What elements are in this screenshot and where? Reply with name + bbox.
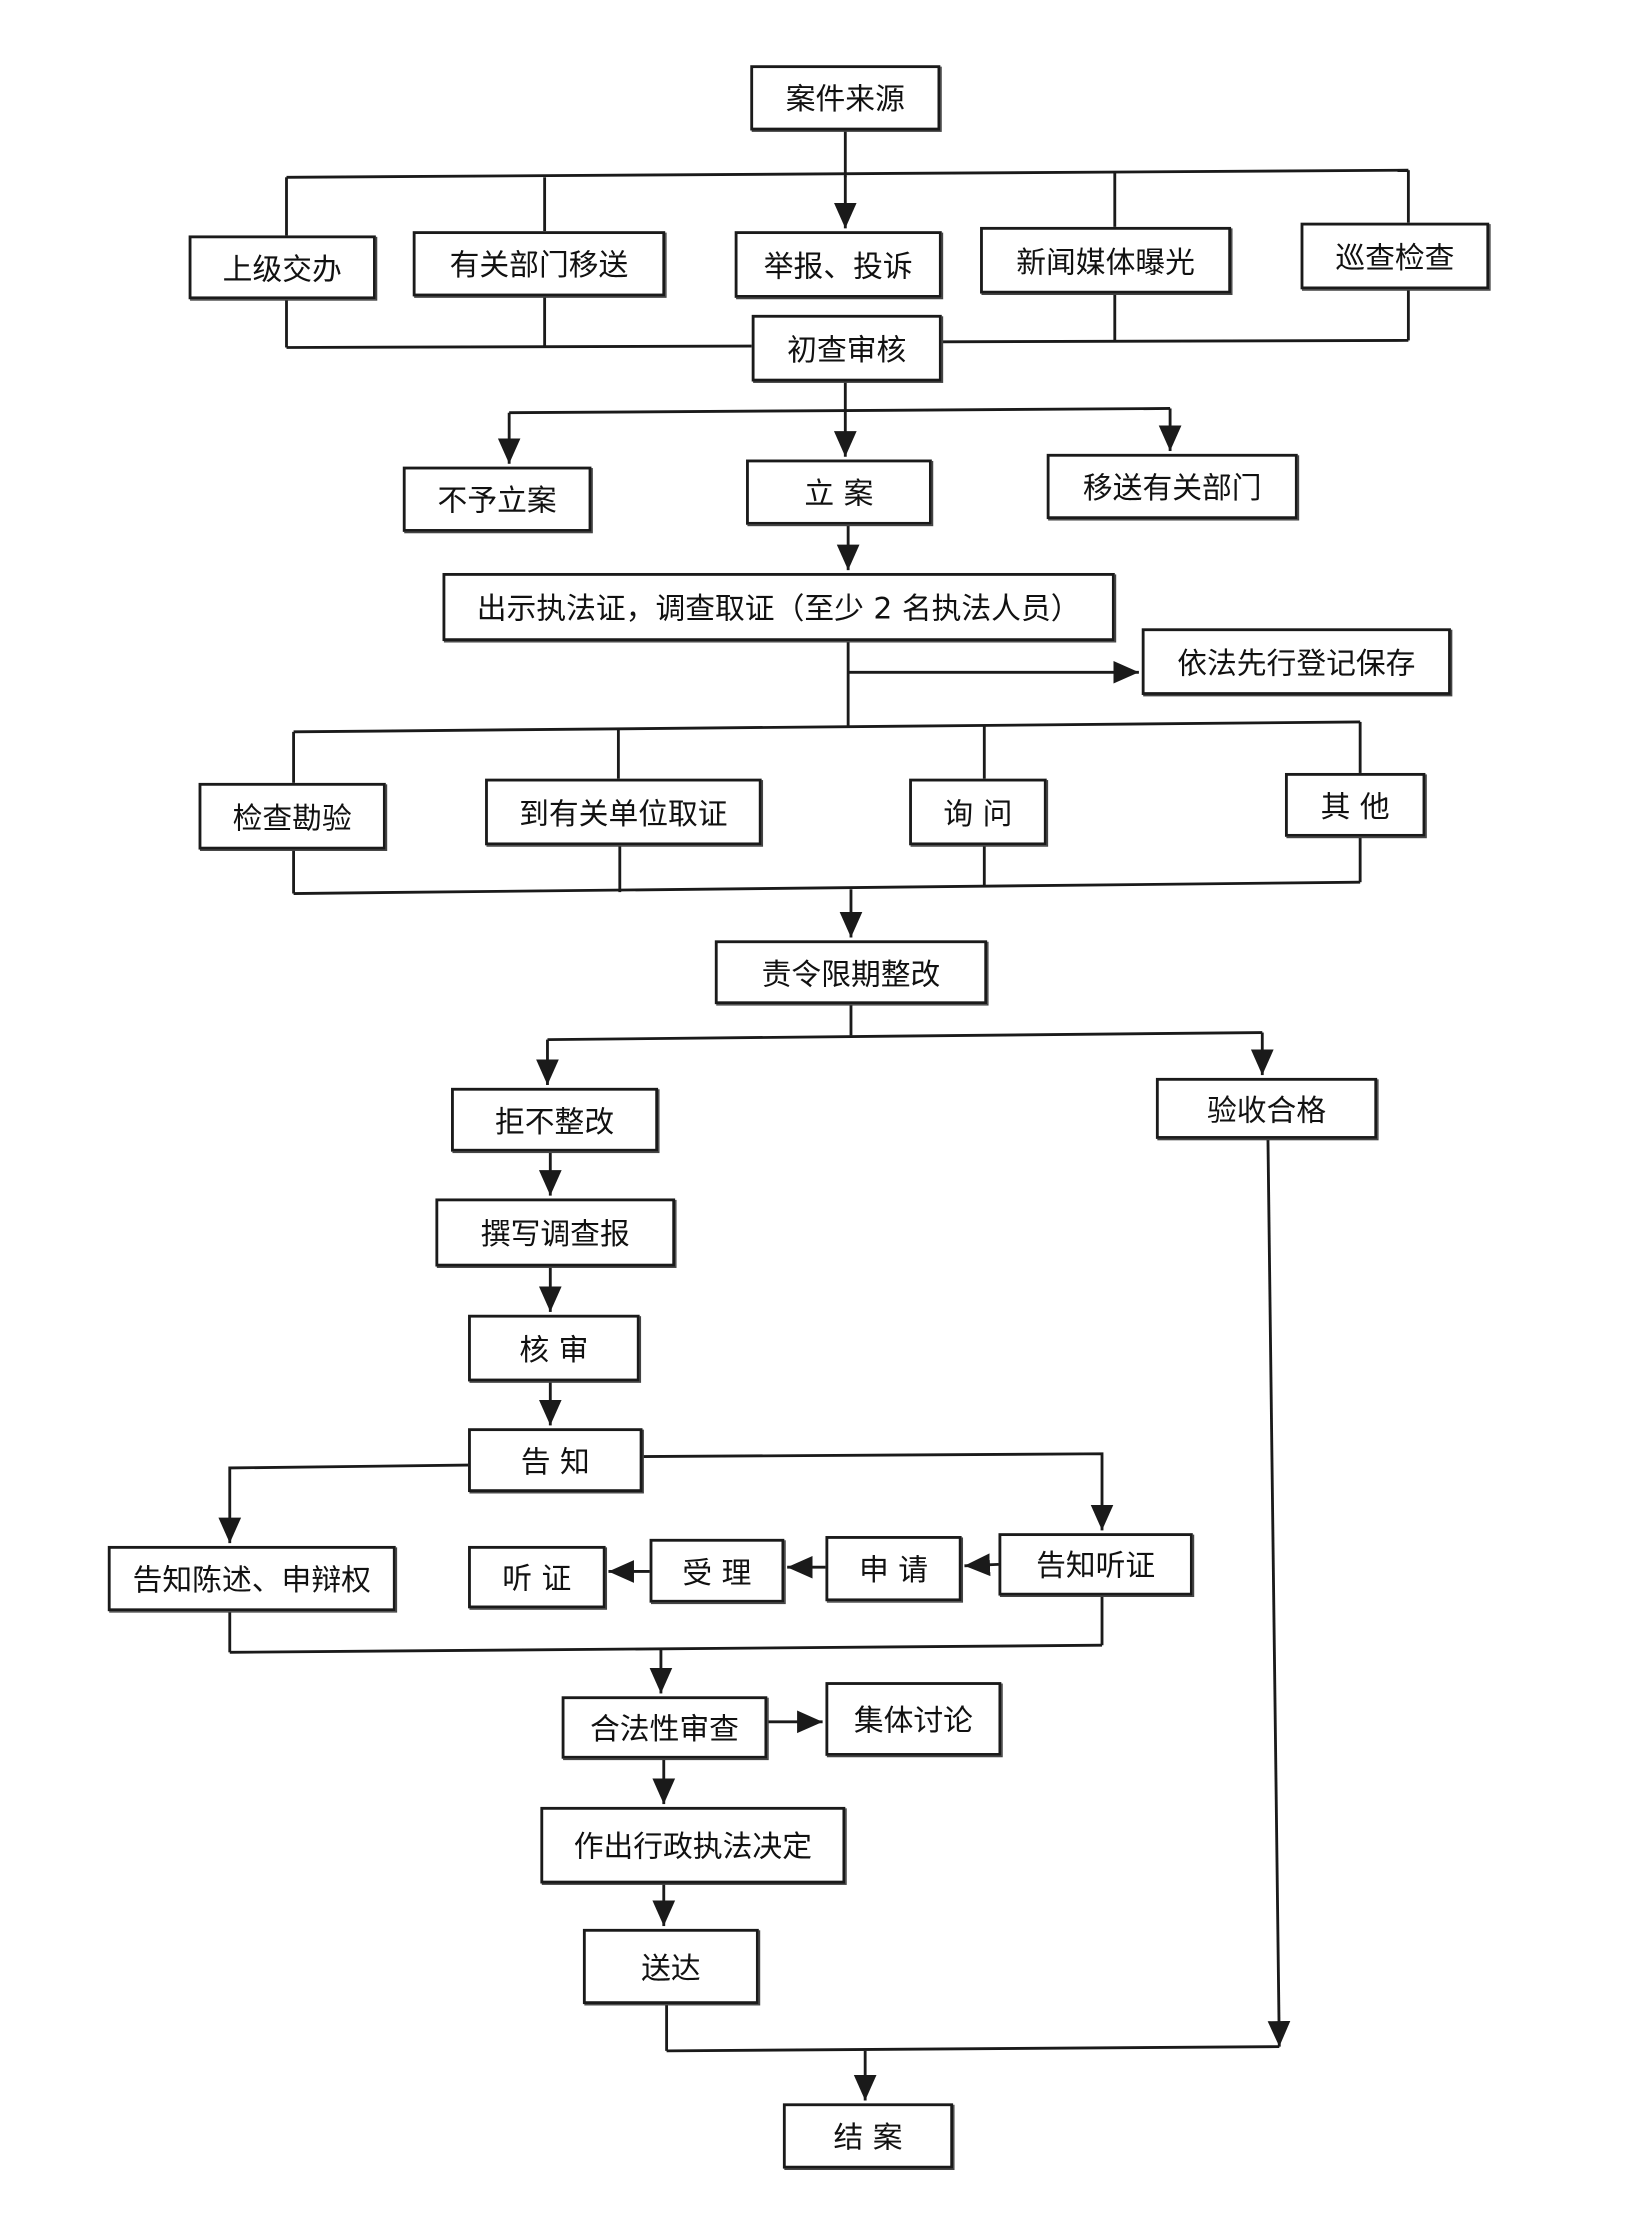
node-legality-review: 合法性审查 (561, 1696, 768, 1759)
node-close-case: 结 案 (782, 2103, 954, 2169)
node-write-report: 撰写调查报 (435, 1198, 676, 1267)
node-rectify-order: 责令限期整改 (714, 940, 988, 1005)
node-notify-defense-rights: 告知陈述、申辩权 (107, 1545, 396, 1612)
node-preliminary-review: 初查审核 (751, 314, 942, 382)
node-no-case: 不予立案 (402, 466, 592, 532)
node-report-complaint: 举报、投诉 (734, 231, 942, 298)
node-inquiry: 询 问 (909, 778, 1047, 846)
node-file-case: 立 案 (746, 459, 932, 525)
node-deliver: 送达 (582, 1928, 759, 2005)
node-enforcement-decision: 作出行政执法决定 (540, 1806, 846, 1884)
node-inspect: 检查勘验 (198, 782, 386, 850)
node-accepted: 受 理 (649, 1538, 785, 1603)
node-patrol-inspection: 巡查检查 (1300, 222, 1490, 290)
node-other: 其 他 (1284, 772, 1426, 837)
node-investigate: 出示执法证，调查取证（至少 2 名执法人员） (442, 572, 1115, 642)
node-review: 核 审 (468, 1314, 640, 1382)
connector-lines (218, 130, 1410, 2101)
node-hearing: 听 证 (468, 1545, 606, 1609)
node-refuse-rectify: 拒不整改 (451, 1087, 659, 1152)
node-transfer-dept: 移送有关部门 (1046, 453, 1298, 520)
node-dept-transfer: 有关部门移送 (412, 231, 666, 297)
node-case-source: 案件来源 (750, 65, 941, 131)
node-notify: 告 知 (468, 1428, 643, 1493)
node-acceptance-passed: 验收合格 (1155, 1077, 1378, 1139)
node-notify-hearing: 告知听证 (998, 1533, 1193, 1596)
node-preserve-evidence: 依法先行登记保存 (1141, 628, 1451, 695)
node-superior-assigned: 上级交办 (188, 235, 376, 300)
node-media-exposure: 新闻媒体曝光 (980, 226, 1232, 294)
node-apply: 申 请 (825, 1536, 962, 1602)
node-collective-discussion: 集体讨论 (825, 1682, 1002, 1756)
node-collect-evidence: 到有关单位取证 (485, 778, 762, 846)
